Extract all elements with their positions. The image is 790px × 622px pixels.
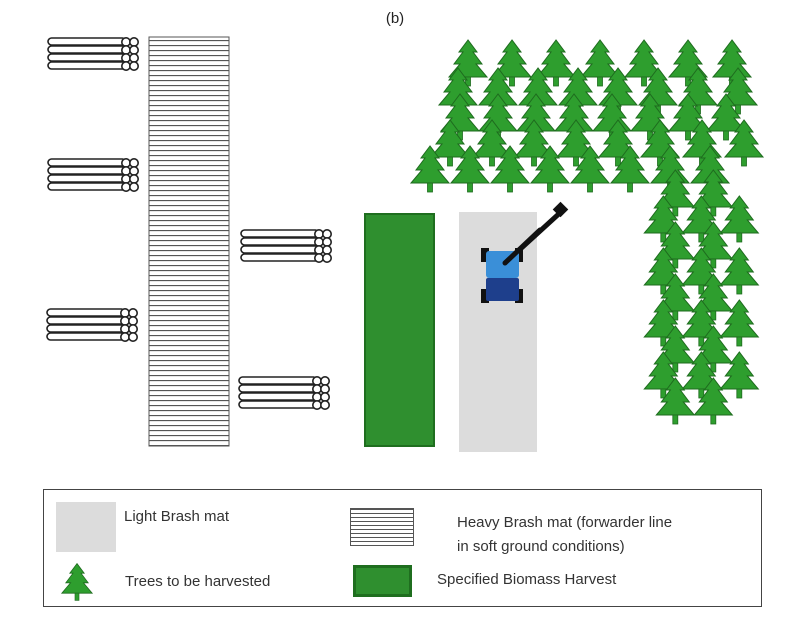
- legend-light-brash-label: Light Brash mat: [124, 508, 230, 525]
- log-stack-icon: [47, 158, 140, 192]
- log-stack-icon: [238, 375, 331, 411]
- legend-biomass-label: Specified Biomass Harvest: [437, 571, 617, 588]
- legend-trees-label: Trees to be harvested: [125, 573, 271, 590]
- tree-icon: [60, 562, 94, 601]
- diagram-title: (b): [385, 10, 405, 27]
- legend-biomass-swatch: [353, 565, 412, 597]
- legend-heavy-brash-label-line2: in soft ground conditions): [457, 538, 625, 555]
- legend-heavy-brash-swatch: [350, 508, 414, 546]
- light-brash-mat: [459, 212, 537, 452]
- log-stack-icon: [46, 307, 139, 343]
- legend-light-brash-swatch: [56, 502, 116, 552]
- diagram-canvas: [46, 36, 764, 452]
- log-stack-icon: [47, 36, 140, 71]
- forwarder-machine-icon: [481, 201, 569, 303]
- legend-heavy-brash-label-line1: Heavy Brash mat (forwarder line: [457, 514, 673, 531]
- legend: Light Brash mat Heavy Brash mat (forward…: [43, 489, 762, 607]
- log-stack-icon: [240, 229, 333, 264]
- heavy-brash-mat: [148, 36, 230, 447]
- biomass-harvest-strip: [364, 213, 435, 447]
